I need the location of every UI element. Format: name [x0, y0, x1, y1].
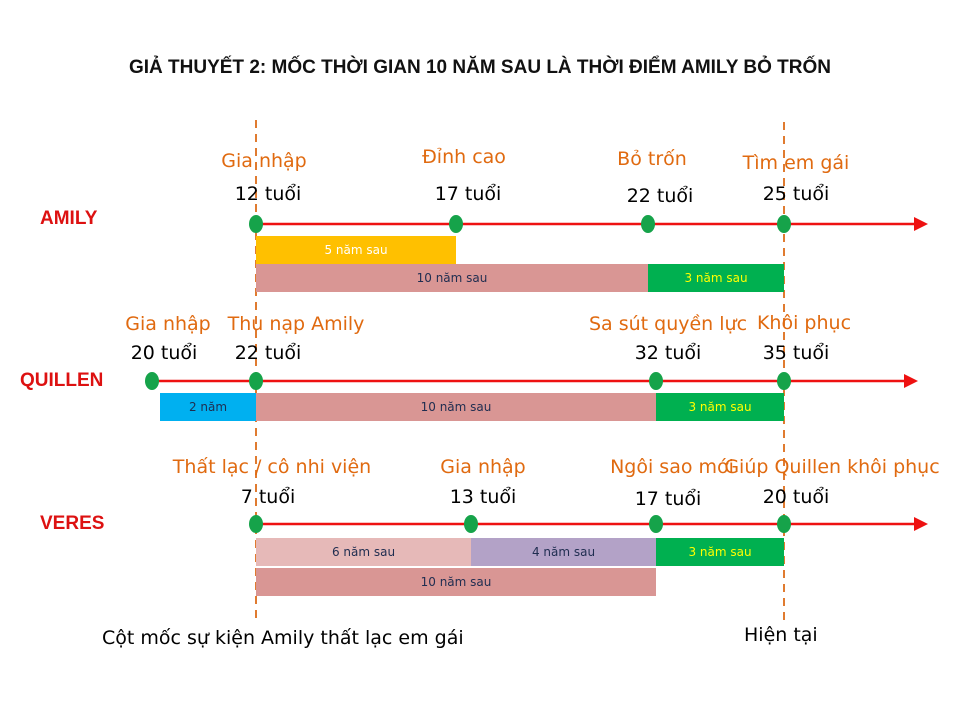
- duration-bar: 10 năm sau: [256, 264, 648, 292]
- age-label: 35 tuổi: [762, 342, 830, 364]
- event-label: Tìm em gái: [742, 152, 850, 174]
- duration-bar: 3 năm sau: [656, 538, 784, 566]
- event-dot: [449, 215, 463, 233]
- age-label: 17 tuổi: [634, 488, 702, 510]
- event-dot: [249, 515, 263, 533]
- arrow-head-icon: [914, 217, 928, 231]
- age-label: 7 tuổi: [240, 486, 296, 508]
- event-dot: [777, 372, 791, 390]
- reference-right-caption: Hiện tại: [744, 624, 818, 646]
- event-label: Gia nhập: [221, 150, 307, 172]
- track-name-quillen: QUILLEN: [20, 370, 104, 391]
- duration-bar: 10 năm sau: [256, 393, 656, 421]
- reference-left-caption: Cột mốc sự kiện Amily thất lạc em gái: [102, 627, 464, 649]
- event-label: Thất lạc / cô nhi viện: [172, 456, 372, 478]
- event-dot: [777, 215, 791, 233]
- age-label: 17 tuổi: [434, 183, 502, 205]
- event-dot: [464, 515, 478, 533]
- event-label: Khôi phục: [756, 312, 852, 334]
- event-dot: [649, 515, 663, 533]
- event-dot: [777, 515, 791, 533]
- track-name-veres: VERES: [40, 513, 105, 534]
- age-label: 32 tuổi: [634, 342, 702, 364]
- age-label: 22 tuổi: [234, 342, 302, 364]
- event-label: Ngôi sao mới: [610, 456, 734, 478]
- age-label: 22 tuổi: [626, 185, 694, 207]
- duration-bar: 2 năm: [160, 393, 256, 421]
- event-label: Gia nhập: [125, 313, 211, 335]
- duration-bar: 6 năm sau: [256, 538, 471, 566]
- event-dot: [641, 215, 655, 233]
- duration-bar: 5 năm sau: [256, 236, 456, 264]
- event-label: Giúp Quillen khôi phục: [724, 456, 940, 478]
- event-dot: [249, 215, 263, 233]
- duration-bar: 10 năm sau: [256, 568, 656, 596]
- event-dot: [249, 372, 263, 390]
- duration-bar: 3 năm sau: [648, 264, 784, 292]
- age-label: 25 tuổi: [762, 183, 830, 205]
- event-dot: [649, 372, 663, 390]
- arrow-head-icon: [904, 374, 918, 388]
- duration-bar: 3 năm sau: [656, 393, 784, 421]
- age-label: 12 tuổi: [234, 183, 302, 205]
- page-title: GIẢ THUYẾT 2: MỐC THỜI GIAN 10 NĂM SAU L…: [128, 57, 832, 78]
- age-label: 20 tuổi: [762, 486, 830, 508]
- event-label: Thu nạp Amily: [227, 313, 365, 335]
- event-dot: [145, 372, 159, 390]
- event-label: Bỏ trốn: [617, 148, 687, 170]
- arrow-head-icon: [914, 517, 928, 531]
- track-name-amily: AMILY: [40, 208, 98, 229]
- duration-bar: 4 năm sau: [471, 538, 656, 566]
- event-label: Sa sút quyền lực: [588, 313, 748, 335]
- age-label: 20 tuổi: [130, 342, 198, 364]
- event-label: Gia nhập: [440, 456, 526, 478]
- event-label: Đỉnh cao: [422, 146, 506, 168]
- age-label: 13 tuổi: [449, 486, 517, 508]
